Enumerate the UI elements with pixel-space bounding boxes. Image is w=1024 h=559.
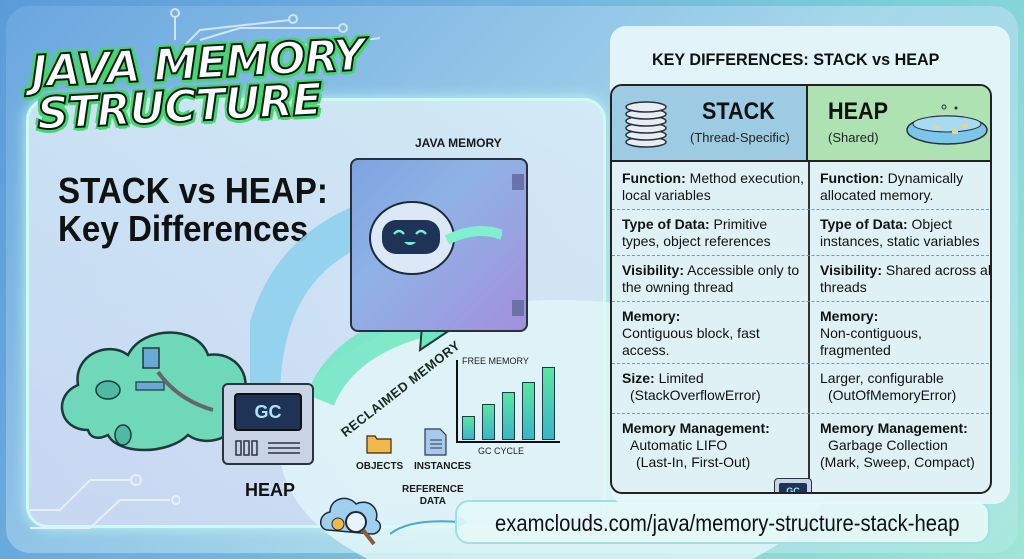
comparison-table: STACK (Thread-Specific) HEAP (Shared) Fu… [610,84,992,494]
heap-cell: Visibility: Shared across all threads [820,262,992,295]
gc-screen: GC [234,393,302,431]
reference-data-line-1: REFERENCE [402,484,464,495]
chart-bar [482,404,495,440]
java-memory-box [350,158,528,332]
chart-y-axis [456,360,458,442]
heap-pool-icon [906,104,988,145]
url-bar[interactable]: examclouds.com/java/memory-structure-sta… [455,500,990,544]
java-memory-label: JAVA MEMORY [415,136,502,150]
subtitle: STACK vs HEAP: Key Differences [58,172,328,248]
heap-cell: Type of Data: Object instances, static v… [820,216,980,249]
arrow-left-icon: ⇠ [758,491,770,492]
reference-data-label: REFERENCE DATA [402,484,464,508]
heap-subtitle: (Shared) [828,130,879,145]
free-memory-chart: FREE MEMORY GC CYCLE [448,354,560,456]
heap-header: HEAP (Shared) [808,86,990,162]
stack-cell: Visibility: Accessible only to the ownin… [622,262,800,295]
gc-vents-icon [235,440,300,456]
reference-data-line-2: DATA [419,496,446,507]
subtitle-line-1: STACK vs HEAP: [58,170,328,211]
stack-cell: Size: Limited(StackOverflowError) [622,370,761,403]
chart-bar [542,367,555,440]
instances-label: INSTANCES [414,461,472,472]
heap-title: HEAP [828,98,889,125]
robot-mascot-icon [369,201,502,275]
heap-cell: Function: Dynamically allocated memory. [820,170,964,203]
stack-cell: Type of Data: Primitive types, object re… [622,216,771,249]
heap-cloud-icon [60,331,247,452]
circuit-decoration-bottom [30,474,180,529]
document-icon [512,174,524,190]
title-line-2: STRUCTURE [35,73,324,141]
chart-bar [502,392,515,440]
comparison-panel: KEY DIFFERENCES: STACK vs HEAP STACK (Th… [610,26,1010,504]
mini-gc-screen: GC [779,483,807,492]
chart-x-label: GC CYCLE [478,446,525,456]
cloud-search-gear-icon [320,497,382,546]
folder-icon [366,435,392,454]
table-row-visibility: Visibility: Accessible only to the ownin… [612,256,992,302]
chart-x-axis [456,441,560,443]
circuit-decoration-top [170,8,380,51]
stack-subtitle: (Thread-Specific) [690,130,790,145]
heap-label: HEAP [245,480,296,500]
heap-cell: Larger, configurable(OutOfMemoryError) [820,370,957,403]
document-icon [512,300,524,316]
mini-gc-icon: GC [774,478,812,492]
stack-cell: Memory Management:Automatic LIFO(Last-In… [622,420,770,470]
url-link[interactable]: examclouds.com/java/memory-structure-sta… [495,510,960,536]
table-row-type-of-data: Type of Data: Primitive types, object re… [612,210,990,256]
arrow-right-icon: ⇢ [814,491,826,492]
comparison-title: KEY DIFFERENCES: STACK vs HEAP [652,50,940,69]
chart-title: FREE MEMORY [462,356,529,366]
column-divider [808,162,810,492]
stack-header: STACK (Thread-Specific) [612,86,808,162]
heap-cell: Memory Management:Garbage Collection(Mar… [820,420,975,470]
table-row-function: Function: Method execution, local variab… [612,164,990,210]
heap-cell: Memory:Non-contiguous, fragmented [820,308,922,358]
objects-label: OBJECTS [356,461,404,472]
stack-title: STACK [702,98,775,125]
table-row-memory-management: Memory Management:Automatic LIFO(Last-In… [612,414,990,492]
table-row-size: Size: Limited(StackOverflowError) Larger… [612,364,990,414]
gc-machine-icon: GC [222,383,314,465]
chart-bar [462,416,475,440]
table-row-memory: Memory:Contiguous block, fast access. Me… [612,302,990,364]
chart-bar [522,382,535,440]
document-list-icon [424,428,447,456]
stack-cell: Function: Method execution, local variab… [622,170,805,203]
stack-cell: Memory:Contiguous block, fast access. [622,308,760,358]
stack-plates-icon [625,101,667,148]
subtitle-line-2: Key Differences [58,208,309,249]
main-title: JAVA MEMORY STRUCTURE [29,29,370,141]
